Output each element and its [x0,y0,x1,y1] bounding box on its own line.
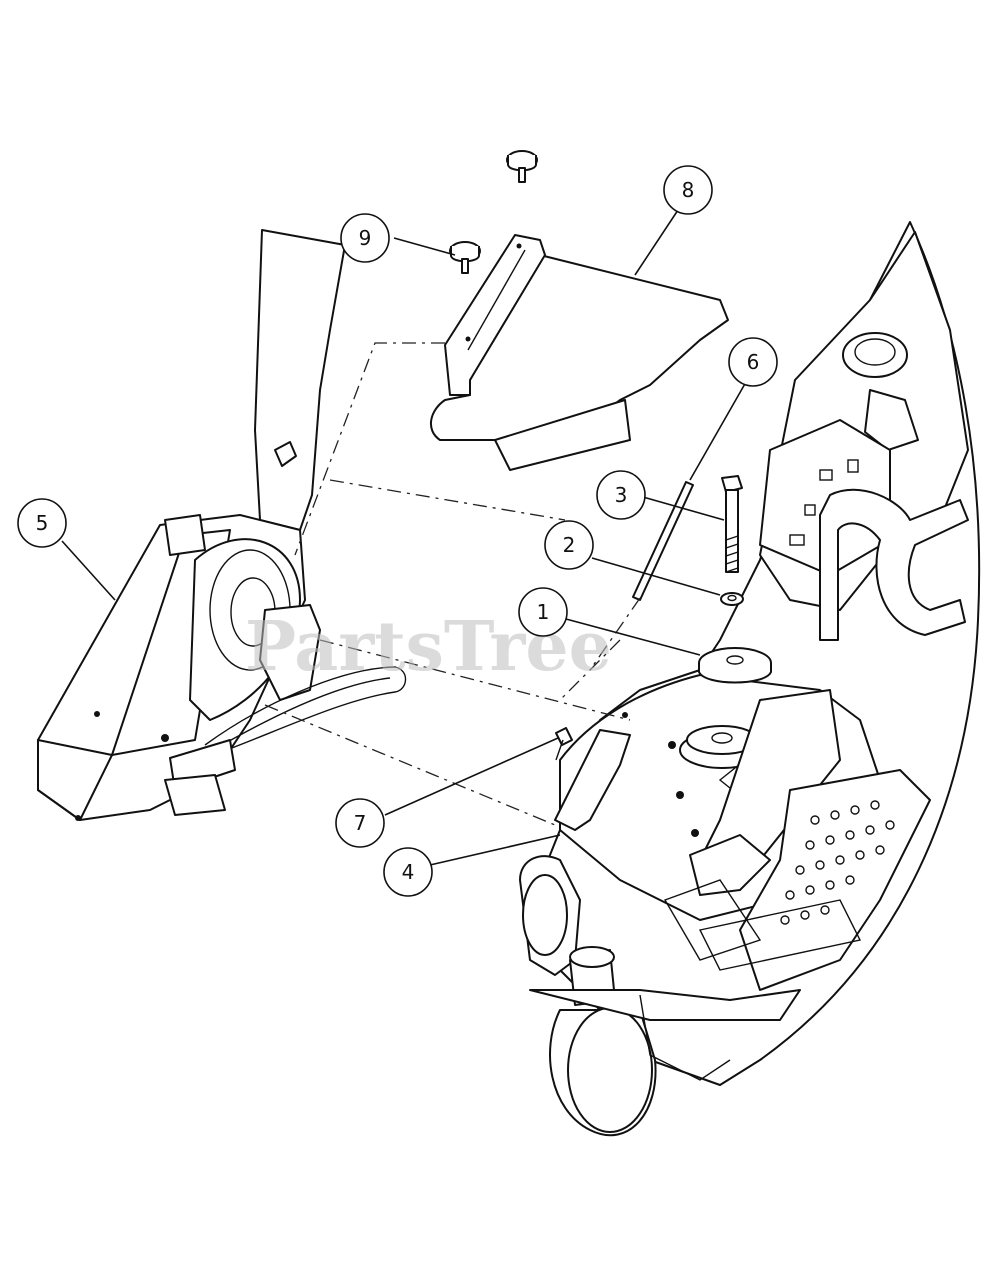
mower-deck [519,221,981,1137]
leader-lines [61,206,747,866]
assembly-lines [264,342,641,826]
callout-5-label: 5 [36,511,49,535]
callout-9[interactable]: 9 [340,213,390,263]
pulley-part-1 [698,647,772,684]
footplate-holes [780,800,895,925]
callout-1-label: 1 [537,600,550,624]
rod-part-6 [632,481,694,601]
callout-5[interactable]: 5 [17,498,67,548]
knob-9 [449,241,481,274]
callout-2[interactable]: 2 [544,520,594,570]
bagger-assembly [37,229,407,821]
callout-3[interactable]: 3 [596,470,646,520]
callout-4[interactable]: 4 [383,847,433,897]
washer-part-2 [720,592,744,606]
bolt-part-3 [721,475,743,573]
callout-4-label: 4 [402,860,415,884]
pin-part-7 [555,727,573,761]
callout-3-label: 3 [615,483,628,507]
callout-1[interactable]: 1 [518,587,568,637]
callout-6[interactable]: 6 [728,337,778,387]
callout-8[interactable]: 8 [663,165,713,215]
belt-cover [430,234,729,471]
callout-7[interactable]: 7 [335,798,385,848]
callout-7-label: 7 [354,811,367,835]
callout-9-label: 9 [359,226,372,250]
knob-top [506,150,538,183]
callout-6-label: 6 [747,350,760,374]
callout-2-label: 2 [563,533,576,557]
callout-8-label: 8 [682,178,695,202]
